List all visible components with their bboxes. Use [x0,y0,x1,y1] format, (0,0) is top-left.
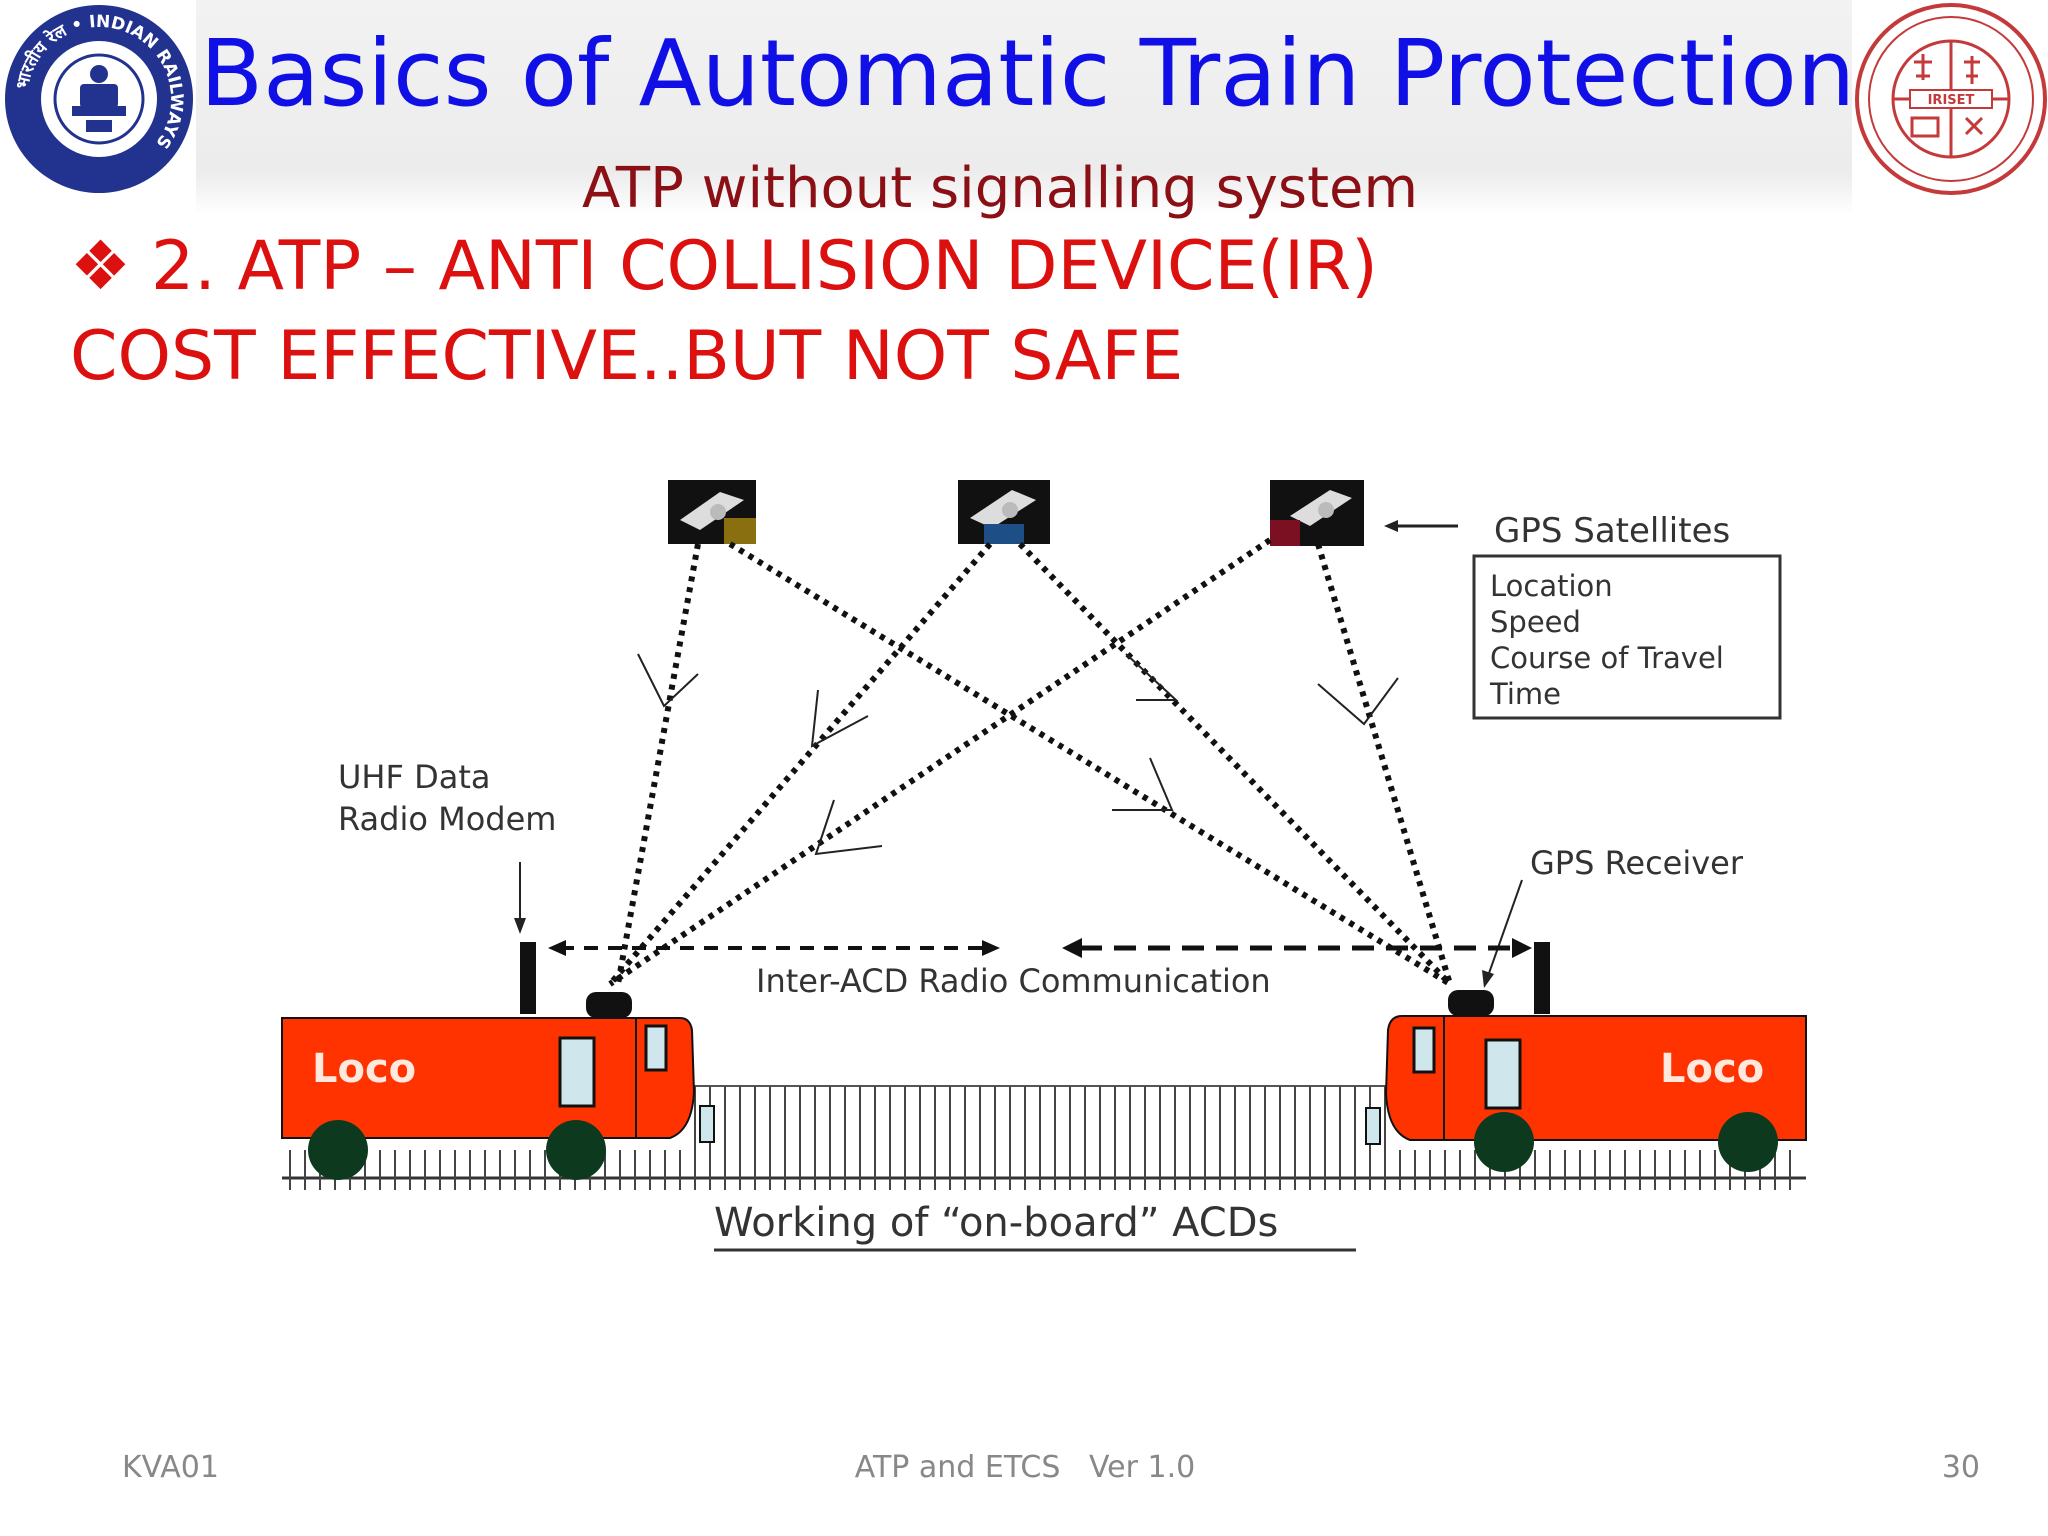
gps-receiver-pointer [1487,879,1523,977]
diagram-caption: Working of “on-board” ACDs [714,1200,1278,1246]
signal-arrowheads [637,653,1399,856]
slide-subtitle: ATP without signalling system [581,156,1419,221]
uhf-label-line1: UHF Data [338,758,490,796]
cost-statement: COST EFFECTIVE..BUT NOT SAFE [70,317,1184,396]
logo-iriset-text: IRISET [1928,93,1975,108]
gps-signal-lines [607,537,1453,987]
info-course: Course of Travel [1490,641,1724,675]
info-speed: Speed [1490,605,1581,639]
satellite-icon-left [668,480,756,544]
indian-railways-logo: भारतीय रेल • INDIAN RAILWAYS [5,5,193,193]
footer-title: ATP and ETCS Ver 1.0 [854,1450,1196,1485]
loco-left: Loco [281,992,715,1180]
iriset-logo: IRISET [1855,3,2047,195]
gps-receiver-label: GPS Receiver [1530,844,1744,882]
slide-title: Basics of Automatic Train Protection [200,20,1856,127]
loco-left-label: Loco [312,1046,416,1092]
diamond-bullet-icon: ❖ [70,227,131,306]
satellite-icon-right [1270,480,1364,546]
header-band [196,0,1852,215]
footer-code: KVA01 [122,1450,219,1485]
bullet-heading: ❖2. ATP – ANTI COLLISION DEVICE(IR) [70,225,1378,309]
loco-right: Loco [1365,990,1807,1172]
page-number: 30 [1941,1450,1980,1485]
uhf-label-line2: Radio Modem [338,800,556,838]
antenna-left [520,942,536,1014]
info-time: Time [1489,677,1561,711]
loco-right-label: Loco [1660,1046,1764,1092]
gps-info-box [1472,554,1782,720]
satellite-icon-center [958,480,1050,544]
info-location: Location [1490,569,1613,603]
antenna-right [1534,942,1550,1014]
bullet-text: 2. ATP – ANTI COLLISION DEVICE(IR) [150,227,1378,306]
gps-satellites-label: GPS Satellites [1494,511,1730,551]
inter-acd-label: Inter-ACD Radio Communication [756,962,1271,1000]
